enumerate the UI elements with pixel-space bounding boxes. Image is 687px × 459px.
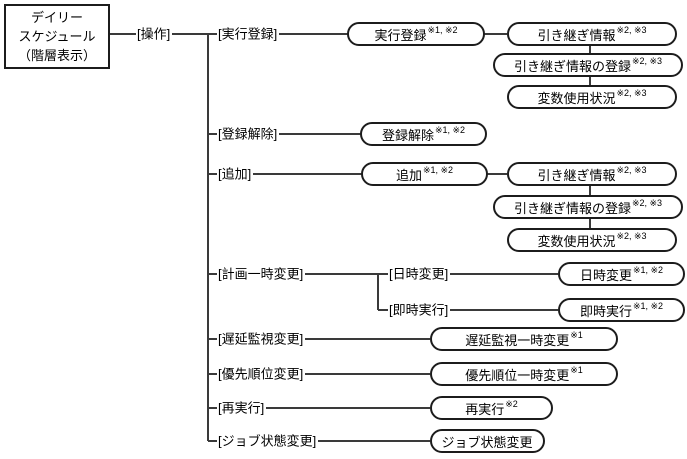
- node-text: 引き継ぎ情報: [537, 27, 616, 43]
- node-text: 実行登録: [374, 27, 427, 43]
- node-text: 日時変更: [579, 267, 632, 283]
- node-footnote: ※2, ※3: [631, 55, 663, 66]
- connector-row-priority-change: [208, 373, 430, 375]
- node-text: 引き継ぎ情報の登録: [513, 200, 631, 216]
- root-node-daily-schedule: デイリー スケジュール （階層表示）: [4, 4, 110, 69]
- node-footnote: ※2, ※3: [616, 164, 647, 175]
- branch-label-job-status-change: [ジョブ状態変更]: [217, 433, 319, 449]
- node-exec-registration: 実行登録※1, ※2: [347, 22, 485, 46]
- node-takeover-info-2: 引き継ぎ情報※2, ※3: [507, 162, 677, 186]
- root-node-line3: （階層表示）: [17, 48, 96, 63]
- node-priority-temp-change: 優先順位一時変更※1: [430, 362, 618, 386]
- branch-label-priority-change: [優先順位変更]: [217, 366, 306, 382]
- node-takeover-info-registration-2: 引き継ぎ情報の登録※2, ※3: [493, 195, 683, 219]
- node-footnote: ※1, ※2: [632, 300, 664, 311]
- connector-plan-temp-trunk: [377, 273, 379, 310]
- node-text: 即時実行: [579, 303, 632, 319]
- node-variable-usage-2: 変数使用状況※2, ※3: [507, 228, 677, 252]
- node-footnote: ※1: [570, 329, 583, 340]
- node-text: 追加: [395, 167, 422, 183]
- branch-label-add: [追加]: [217, 166, 254, 182]
- node-job-status-change: ジョブ状態変更: [430, 429, 545, 453]
- node-footnote: ※1, ※2: [434, 124, 466, 135]
- node-delay-monitor-temp-change: 遅延監視一時変更※1: [430, 327, 618, 351]
- branch-label-datetime-change: [日時変更]: [388, 266, 451, 282]
- branch-label-exec-registration: [実行登録]: [217, 26, 280, 42]
- node-text: 引き継ぎ情報: [537, 167, 616, 183]
- connector-main-trunk: [207, 33, 209, 441]
- node-takeover-info-1: 引き継ぎ情報※2, ※3: [507, 22, 677, 46]
- node-footnote: ※2, ※3: [616, 230, 647, 241]
- node-deregistration: 登録解除※1, ※2: [360, 122, 487, 146]
- node-immediate-exec: 即時実行※1, ※2: [558, 298, 685, 322]
- connector-row-delay-monitor: [208, 338, 430, 340]
- node-footnote: ※2: [505, 398, 518, 409]
- node-text: 遅延監視一時変更: [465, 332, 570, 348]
- branch-label-delay-monitor-change: [遅延監視変更]: [217, 331, 306, 347]
- node-text: 優先順位一時変更: [465, 367, 570, 383]
- node-text: 登録解除: [381, 127, 434, 143]
- node-footnote: ※1, ※2: [632, 264, 664, 275]
- node-footnote: ※2, ※3: [631, 197, 663, 208]
- connector-row-job-status: [208, 440, 430, 442]
- node-footnote: ※1, ※2: [422, 164, 454, 175]
- connector-row-immediate-exec: [378, 309, 558, 311]
- node-footnote: ※2, ※3: [616, 87, 647, 98]
- node-footnote: ※1: [570, 364, 583, 375]
- node-add: 追加※1, ※2: [361, 162, 488, 186]
- node-rerun: 再実行※2: [430, 396, 553, 420]
- connector-row-add: [208, 173, 507, 175]
- node-text: ジョブ状態変更: [441, 434, 533, 450]
- branch-label-plan-temp-change: [計画一時変更]: [217, 266, 306, 282]
- node-footnote: ※1, ※2: [427, 24, 458, 35]
- branch-label-rerun: [再実行]: [217, 400, 267, 416]
- root-node-line2: スケジュール: [18, 29, 96, 44]
- node-text: 変数使用状況: [537, 90, 616, 106]
- connector-row-rerun: [208, 407, 430, 409]
- node-footnote: ※2, ※3: [616, 24, 647, 35]
- node-text: 変数使用状況: [537, 233, 616, 249]
- branch-label-immediate-exec: [即時実行]: [388, 302, 451, 318]
- node-text: 引き継ぎ情報の登録: [513, 58, 631, 74]
- branch-label-operation: [操作]: [136, 26, 173, 42]
- node-variable-usage-1: 変数使用状況※2, ※3: [507, 85, 677, 109]
- root-node-line1: デイリー: [30, 10, 83, 25]
- connector-row-deregistration: [208, 133, 363, 135]
- branch-label-deregistration: [登録解除]: [217, 126, 280, 142]
- connector-row-datetime-change: [208, 273, 558, 275]
- node-datetime-change: 日時変更※1, ※2: [558, 262, 685, 286]
- node-text: 再実行: [465, 401, 505, 417]
- node-takeover-info-registration-1: 引き継ぎ情報の登録※2, ※3: [493, 53, 683, 77]
